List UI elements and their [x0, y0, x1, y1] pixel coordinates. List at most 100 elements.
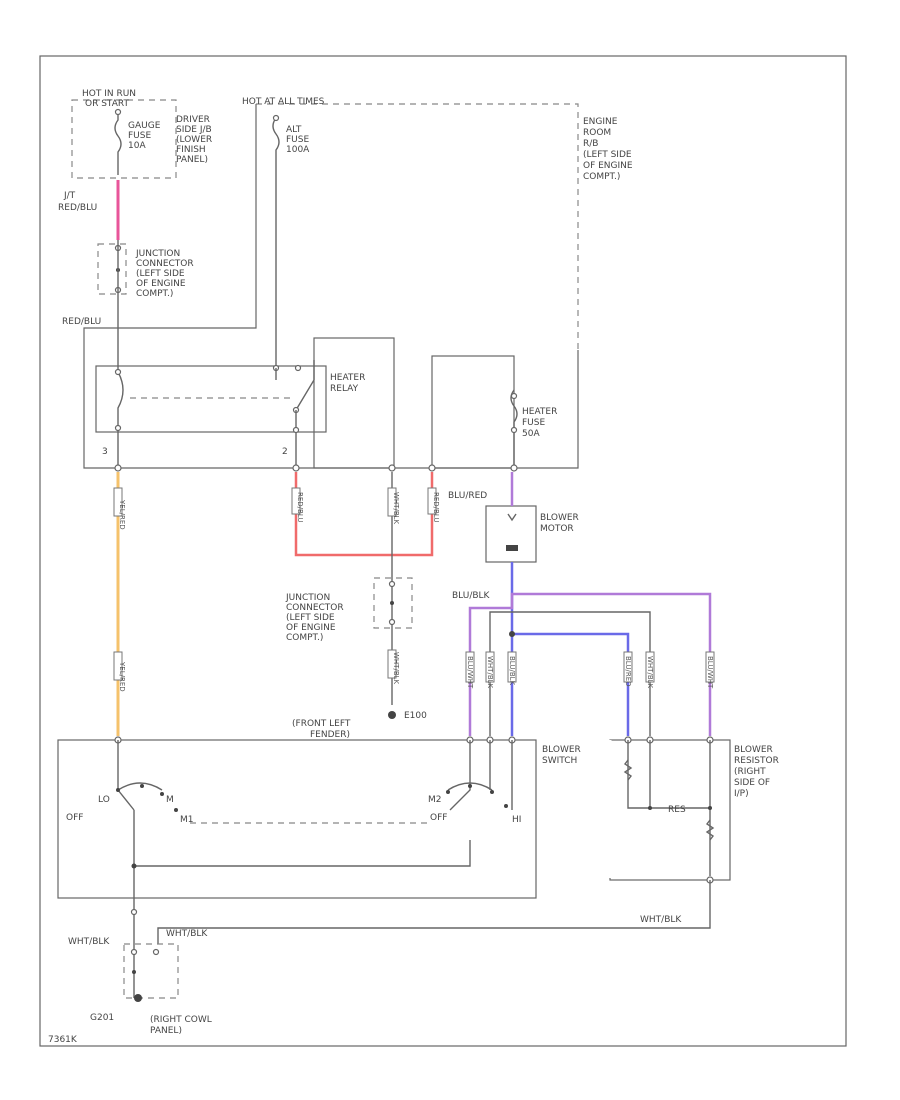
sw-right-node-a [446, 790, 450, 794]
sw-left-arc [117, 782, 163, 791]
orange-wire-label-top: YEL/RED [118, 499, 126, 530]
stub-1-label: BLU/WHT [466, 656, 474, 689]
sw-m-label: M [166, 795, 174, 805]
orange-connector-top [113, 487, 123, 517]
wire-white-label-right: WHT/BLK [640, 915, 682, 925]
sw-off-label: OFF [66, 813, 83, 823]
sw-left-node-c [160, 792, 164, 796]
sw-right-wires [449, 740, 513, 811]
sw-bus-node [131, 863, 137, 869]
gray-connector-top [387, 487, 397, 517]
ground-node [132, 970, 136, 974]
wire-blured-label: BLU/RED [448, 491, 487, 501]
sw-hi-label: HI [512, 815, 521, 825]
heater-fuse-box [431, 355, 515, 469]
blower-motor-box [485, 505, 537, 563]
wire-purple-loop [468, 592, 712, 736]
sw-lo-label: LO [98, 795, 110, 805]
sw-right-node-b [468, 784, 472, 788]
red-wire-label-left: RED/BLU [296, 492, 304, 523]
heater-relay-box [313, 337, 395, 469]
jc2-node [390, 601, 394, 605]
sw-right-arc [447, 782, 493, 791]
red-connector-left [291, 487, 301, 515]
engine-room-rb-outline [83, 104, 579, 469]
gray-wire-label-top: WHT/BLK [392, 492, 400, 525]
relay-pin-2 [292, 426, 300, 434]
conn-stub-1 [465, 651, 475, 683]
wire-blue-loop [512, 632, 630, 736]
conn-stub-4 [623, 651, 633, 683]
red-connector-right [427, 487, 437, 515]
sw-left-node-b [140, 784, 144, 788]
wire-white-label-left: WHT/BLK [68, 937, 110, 947]
driver-jb-box [71, 99, 177, 179]
conn-stub-5 [645, 651, 655, 683]
engine-room-rb-dashed [256, 103, 579, 350]
jc2-pin-b [388, 618, 396, 626]
blower-motor-brush-top [507, 513, 517, 522]
resistor-node-2 [708, 806, 712, 810]
stub-2-label: WHT/BLK [486, 656, 494, 689]
conn-stub-3 [507, 651, 517, 683]
sw-left-node-d [174, 808, 178, 812]
gray-connector-bottom [387, 649, 397, 679]
ground-pin-a [130, 908, 138, 916]
heater-fuse-pin-a [510, 392, 518, 400]
ground-g201-label: G201 [90, 1013, 114, 1023]
orange-connector-bottom [113, 651, 123, 681]
alt-fuse-pin [272, 114, 280, 122]
gauge-fuse-pin-top [114, 108, 122, 116]
relay-coil-pin [114, 368, 122, 376]
sw-m1-label: M1 [180, 815, 194, 825]
rb-pin-3 [388, 464, 396, 472]
pin-2-label: 2 [282, 447, 288, 457]
ground-e100-symbol [388, 711, 396, 719]
rb-pin-2 [292, 464, 300, 472]
conn-stub-6 [705, 651, 715, 683]
gauge-fuse-symbol [114, 112, 122, 175]
relay-switch-arm [295, 360, 315, 411]
blower-motor-brush-bottom [506, 545, 518, 551]
red-wire-label-right: RED/BLU [432, 492, 440, 523]
stub-6-label: BLU/WHT [706, 656, 714, 689]
sw-right-node-d [504, 804, 508, 808]
sw-left-node-a [116, 788, 120, 792]
rb-pin-5 [510, 464, 518, 472]
orange-wire-label-bottom: YEL/RED [118, 661, 126, 692]
ground-e100-label: E100 [404, 711, 427, 721]
junction-connector-1-box [97, 243, 127, 295]
sw-off2-label: OFF [430, 813, 447, 823]
wire-redblu-label: RED/BLU [62, 317, 101, 327]
relay-pin-3 [114, 424, 122, 432]
ground-connector-box [123, 943, 179, 999]
jc2-pin-a [388, 580, 396, 588]
sw-m2-label: M2 [428, 795, 442, 805]
wire-red [294, 472, 434, 557]
relay-coil-wire [117, 330, 124, 470]
pin-3-label: 3 [102, 447, 108, 457]
resistor-node-1 [648, 806, 652, 810]
conn-stub-2 [485, 651, 495, 683]
gray-wire-label-bottom: WHT/BLK [392, 652, 400, 685]
diagram-id: 7361K [48, 1035, 78, 1045]
rb-pin-4 [428, 464, 436, 472]
sw-common-bus [134, 840, 471, 867]
stub-4-label: BLU/RED [624, 656, 632, 687]
ground-g201-symbol [134, 994, 142, 1002]
